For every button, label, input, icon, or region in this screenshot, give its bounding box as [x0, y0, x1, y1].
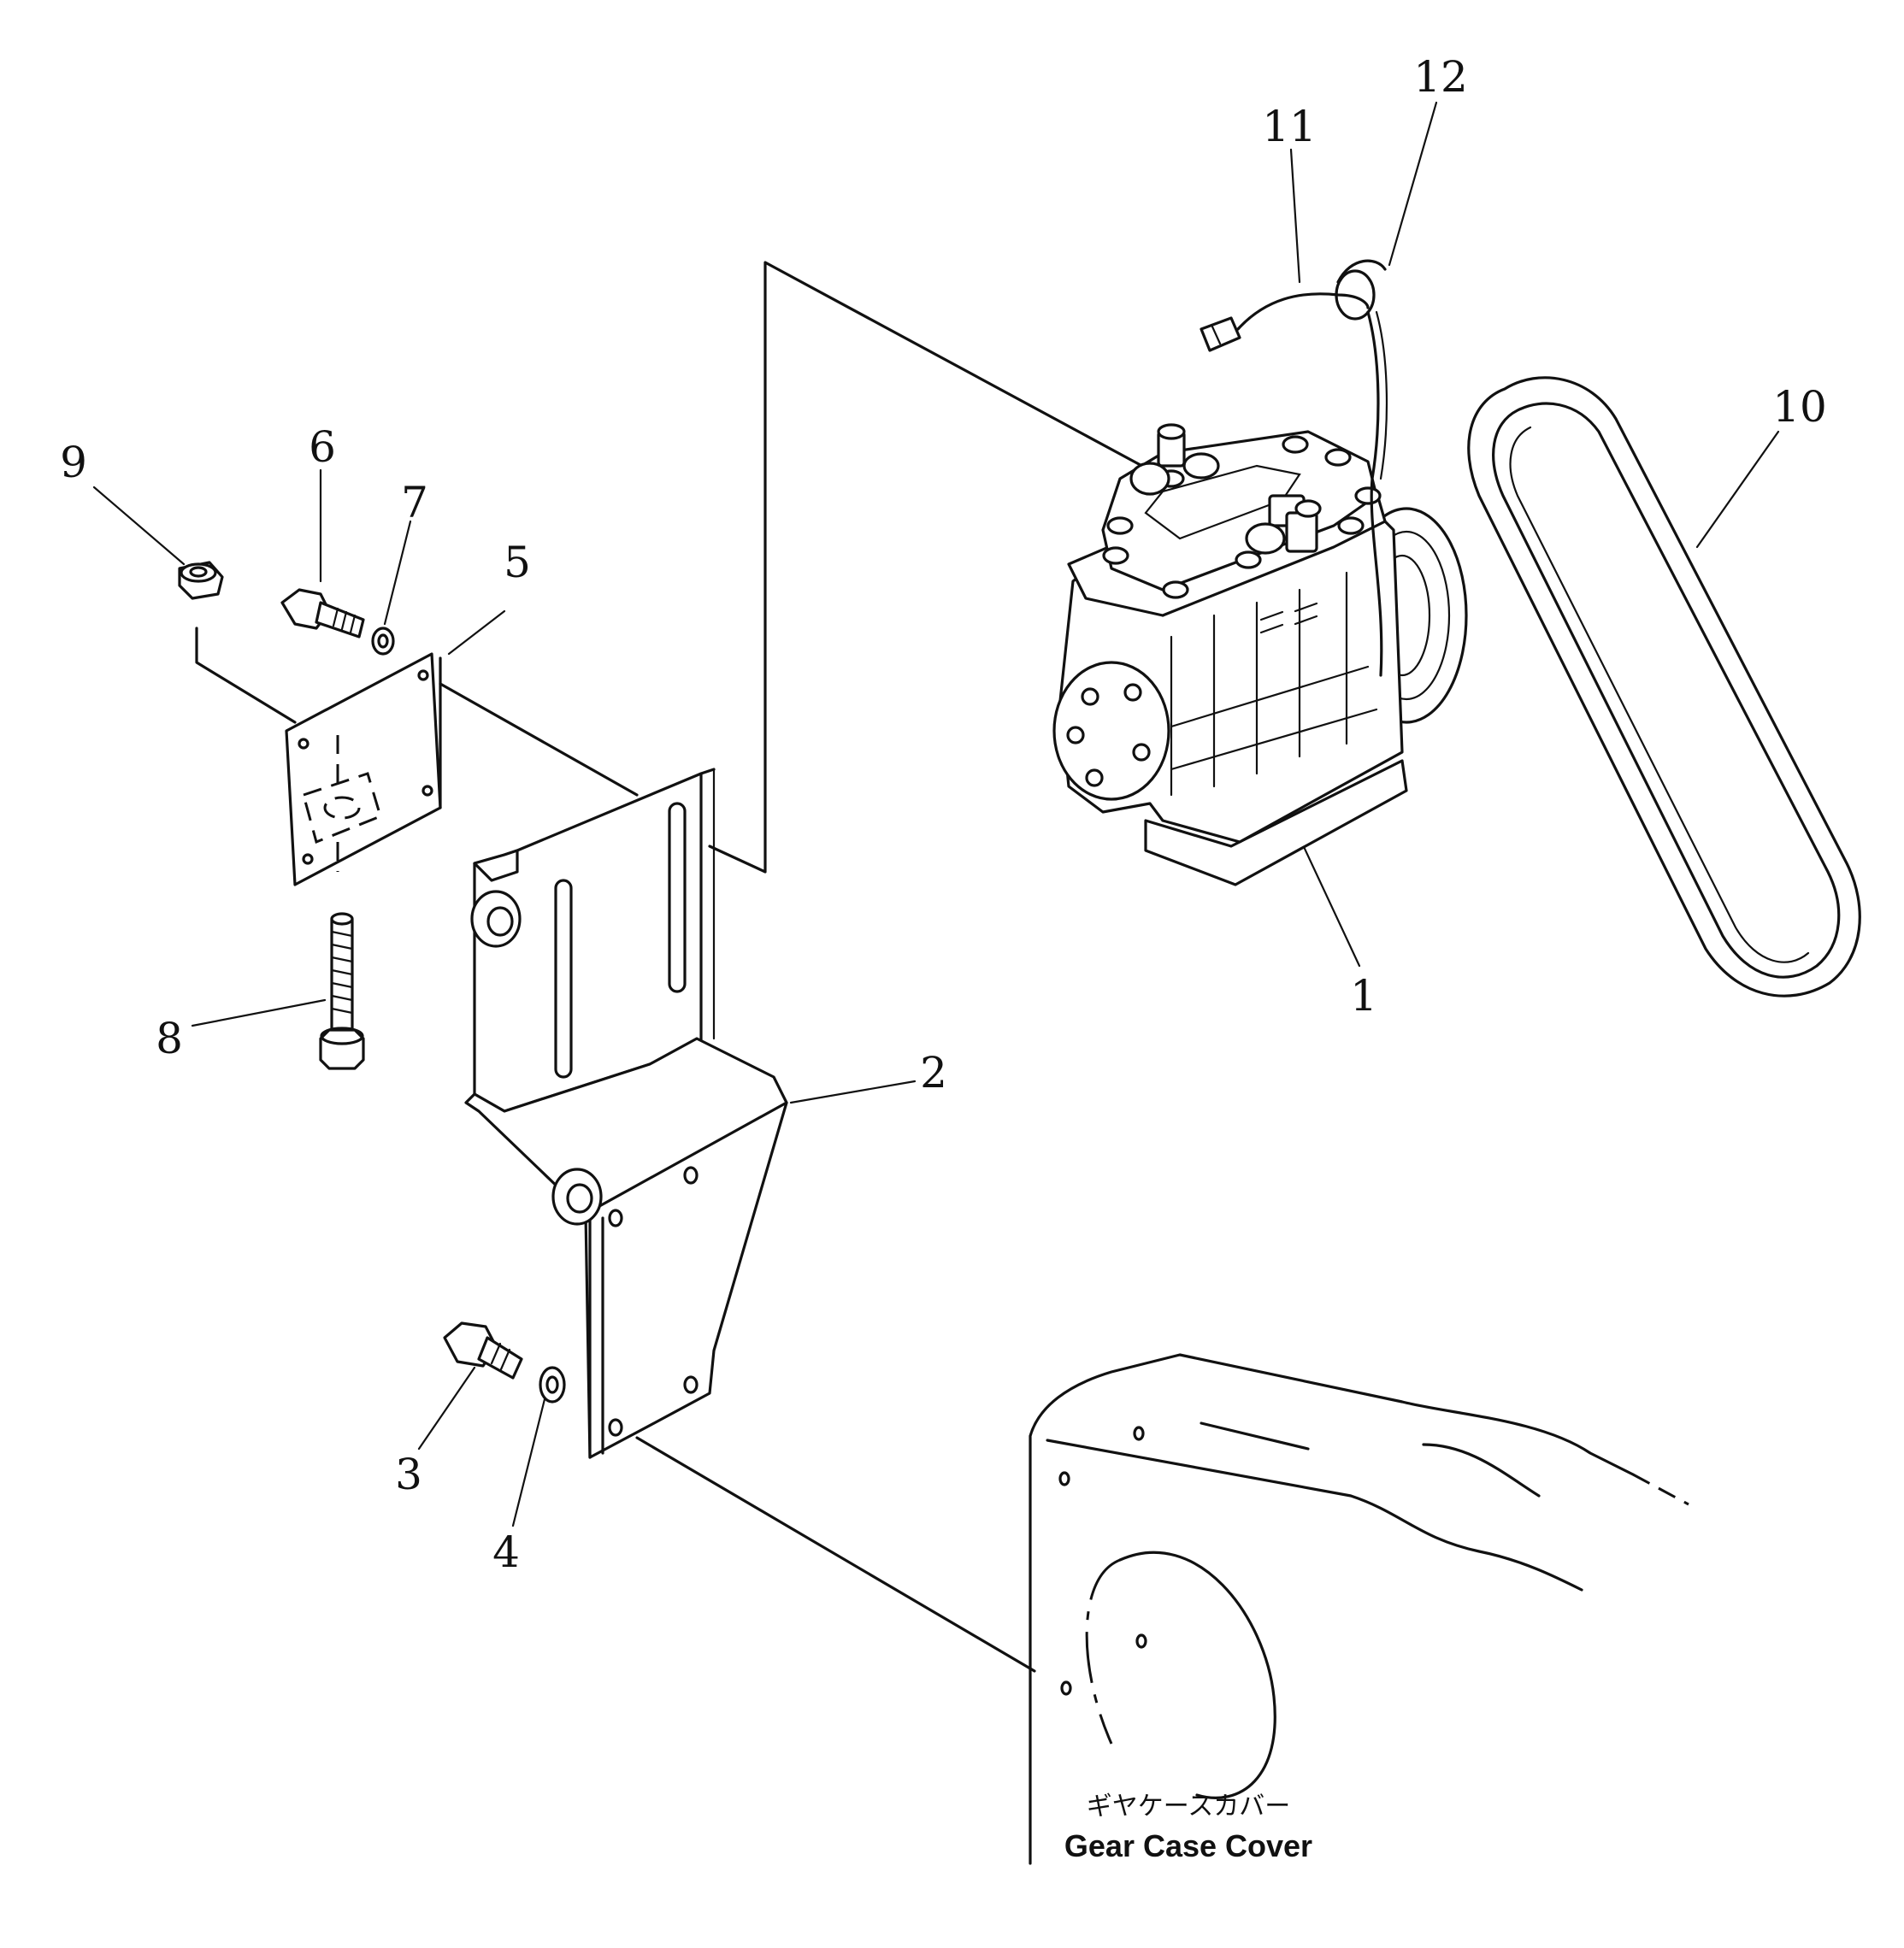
- plate: [285, 652, 442, 886]
- wire-connector: [1200, 316, 1241, 352]
- nut: [178, 561, 224, 600]
- service-valves: [1129, 423, 1322, 555]
- callout-8: 8: [156, 1014, 183, 1063]
- callout-labels: 1 2 3 4 5 6 7 8 9 10 11 12: [60, 52, 1827, 1577]
- callout-2: 2: [920, 1048, 947, 1098]
- callout-10: 10: [1772, 382, 1827, 432]
- v-belt: [1467, 376, 1861, 998]
- callout-leaders: [92, 101, 1780, 1527]
- compressor: [1052, 423, 1468, 886]
- callout-6: 6: [309, 422, 336, 472]
- callout-7: 7: [401, 478, 428, 527]
- head-bolts: [1102, 435, 1382, 599]
- callout-5: 5: [504, 538, 531, 587]
- harness: [1200, 259, 1388, 677]
- callout-3: 3: [395, 1450, 422, 1499]
- bolt-6: [280, 588, 365, 639]
- bracket: [464, 768, 788, 1459]
- bolt-8: [319, 912, 365, 1070]
- washer-4: [539, 1366, 566, 1404]
- callout-9: 9: [60, 438, 87, 487]
- caption-japanese: ギヤケースカバー: [1087, 1792, 1291, 1821]
- callout-4: 4: [492, 1527, 520, 1577]
- callout-12: 12: [1413, 52, 1468, 102]
- callout-1: 1: [1350, 971, 1377, 1021]
- bracket-boss-lower: [551, 1168, 603, 1226]
- compressor-front-cover: [1052, 661, 1170, 801]
- callout-11: 11: [1262, 102, 1317, 151]
- assembly-lines: [195, 261, 1152, 1673]
- caption-english: Gear Case Cover: [1064, 1828, 1312, 1863]
- gear-case-cover: [1029, 1353, 1689, 1865]
- gear-case-cover-caption: ギヤケースカバー Gear Case Cover: [1064, 1792, 1312, 1863]
- bolt-3: [443, 1321, 523, 1380]
- washer-7: [371, 627, 395, 656]
